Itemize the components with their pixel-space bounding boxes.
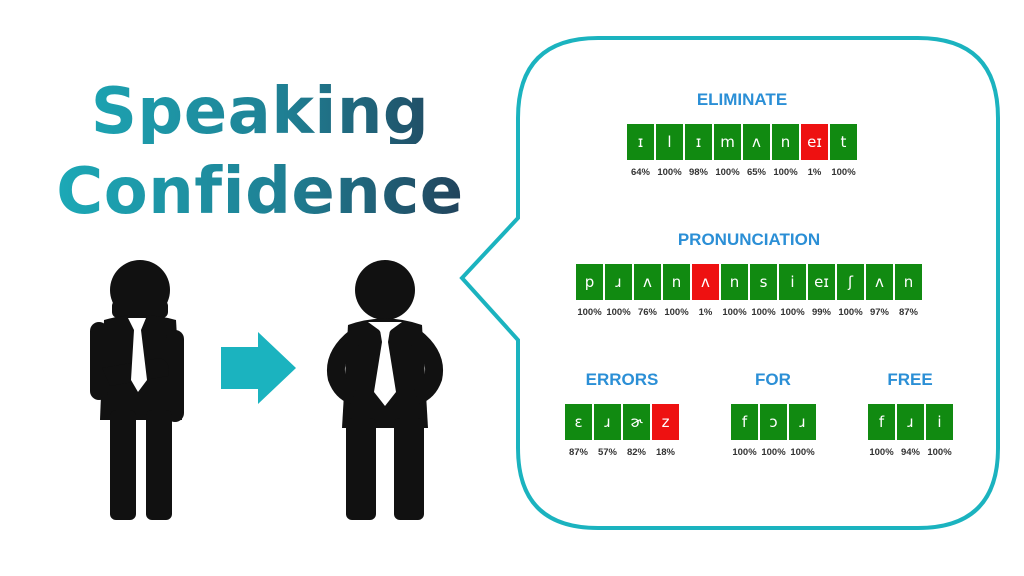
score-row: 100% 100% 76% 100% 1% 100% 100% 100% 99% 100% 97% 8…: [576, 307, 922, 318]
phoneme-tile: n: [895, 264, 922, 300]
phoneme-tile: ɪ: [685, 124, 712, 160]
phoneme-score: 100%: [606, 307, 631, 318]
phoneme-score: 98%: [688, 167, 708, 178]
word-label: ERRORS: [585, 370, 659, 389]
phoneme-tile: m: [714, 124, 741, 160]
phoneme-tile: f: [868, 404, 895, 440]
phoneme-tile: eɪ: [808, 264, 835, 300]
phoneme-tile: ʌ: [743, 124, 770, 160]
phoneme-tile: n: [663, 264, 690, 300]
phoneme-tile: i: [926, 404, 953, 440]
phoneme-tile: n: [721, 264, 748, 300]
phoneme-score: 100%: [761, 447, 786, 458]
score-row: 87% 57% 82% 18%: [565, 447, 679, 458]
phoneme-score: 100%: [732, 447, 757, 458]
phoneme-tile: ɛ: [565, 404, 592, 440]
score-row: 100% 94% 100%: [868, 447, 953, 458]
word-label: PRONUNCIATION: [677, 230, 821, 249]
phoneme-score: 64%: [630, 167, 650, 178]
phoneme-score: 87%: [568, 447, 588, 458]
score-row: 100% 100% 100%: [731, 447, 816, 458]
phoneme-score: 100%: [657, 167, 682, 178]
phoneme-tile: l: [656, 124, 683, 160]
phoneme-tile: z: [652, 404, 679, 440]
phoneme-tile: f: [731, 404, 758, 440]
phoneme-tile: ɹ: [789, 404, 816, 440]
phoneme-tile: ɹ: [897, 404, 924, 440]
phoneme-score: 65%: [746, 167, 766, 178]
phoneme-score: 100%: [577, 307, 602, 318]
phoneme-tile: n: [772, 124, 799, 160]
phoneme-score: 100%: [664, 307, 689, 318]
phoneme-tile: ɹ: [605, 264, 632, 300]
phoneme-tile: ɚ: [623, 404, 650, 440]
phoneme-score: 100%: [780, 307, 805, 318]
phoneme-tile: eɪ: [801, 124, 828, 160]
phoneme-tile: ɪ: [627, 124, 654, 160]
phoneme-score: 18%: [655, 447, 675, 458]
phoneme-score: 97%: [869, 307, 889, 318]
phoneme-score: 100%: [831, 167, 856, 178]
phoneme-score: 94%: [900, 447, 920, 458]
phoneme-score: 99%: [811, 307, 831, 318]
title-line-2: Confidence: [0, 160, 520, 224]
phoneme-tile: s: [750, 264, 777, 300]
score-row: 64% 100% 98% 100% 65% 100% 1% 100%: [627, 167, 857, 178]
phoneme-tile: ʌ: [634, 264, 661, 300]
confident-person-icon: [326, 260, 444, 520]
word-label: FREE: [887, 370, 933, 389]
phoneme-score: 100%: [869, 447, 894, 458]
phoneme-score: 100%: [722, 307, 747, 318]
phoneme-tile: t: [830, 124, 857, 160]
phoneme-score: 76%: [637, 307, 657, 318]
arrow-right-icon: [221, 332, 296, 404]
phoneme-tile: p: [576, 264, 603, 300]
title-line-1: Speaking: [0, 80, 520, 144]
unconfident-person-icon: [90, 260, 184, 520]
phoneme-score: 57%: [597, 447, 617, 458]
phoneme-score: 100%: [927, 447, 952, 458]
phoneme-score: 82%: [626, 447, 646, 458]
phoneme-tile: ʌ: [692, 264, 719, 300]
phoneme-score: 100%: [790, 447, 815, 458]
phoneme-score: 87%: [898, 307, 918, 318]
phoneme-score: 100%: [751, 307, 776, 318]
phoneme-score: 100%: [838, 307, 863, 318]
phoneme-tile: ɔ: [760, 404, 787, 440]
phoneme-score: 1%: [698, 307, 713, 318]
phoneme-tile: ɹ: [594, 404, 621, 440]
word-label: FOR: [755, 370, 791, 389]
word-label: ELIMINATE: [696, 90, 788, 109]
phoneme-tile: ʃ: [837, 264, 864, 300]
phoneme-tile: i: [779, 264, 806, 300]
phoneme-score: 100%: [715, 167, 740, 178]
phoneme-score: 100%: [773, 167, 798, 178]
phoneme-score: 1%: [807, 167, 822, 178]
phoneme-tile: ʌ: [866, 264, 893, 300]
